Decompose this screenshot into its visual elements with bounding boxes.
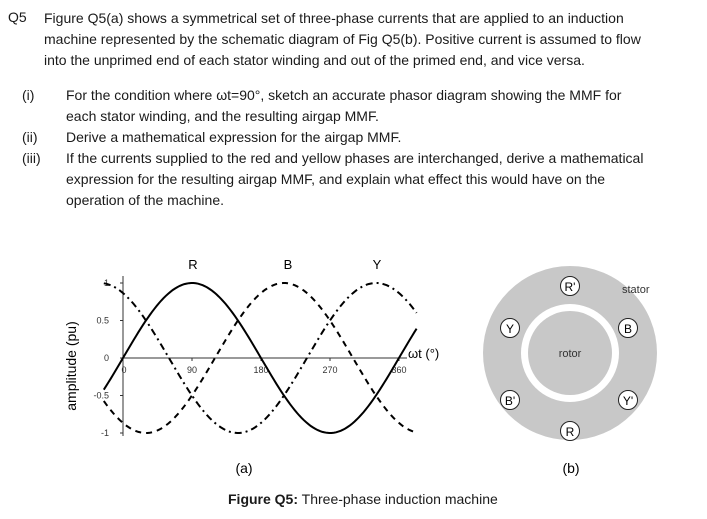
- winding-b: B: [618, 318, 638, 338]
- x-tick-label: 90: [187, 365, 197, 375]
- intro-line: machine represented by the schematic dia…: [44, 31, 641, 47]
- part-iii-line: If the currents supplied to the red and …: [66, 150, 644, 166]
- part-ii-label: (ii): [22, 129, 38, 145]
- winding-label: B: [624, 322, 632, 336]
- y-tick-label: 0.5: [96, 316, 109, 326]
- winding-label: Y': [623, 394, 633, 408]
- x-tick-label: 360: [391, 365, 406, 375]
- y-axis-label: amplitude (pu): [63, 321, 79, 411]
- phase-label-y: Y: [373, 257, 382, 272]
- part-i-line: each stator winding, and the resulting a…: [66, 108, 379, 124]
- intro-line: Figure Q5(a) shows a symmetrical set of …: [44, 10, 624, 26]
- part-i-line: For the condition where ωt=90°, sketch a…: [66, 87, 622, 103]
- part-iii-line: expression for the resulting airgap MMF,…: [66, 171, 606, 187]
- stator-label: stator: [622, 284, 650, 296]
- x-axis-label: ωt (°): [408, 346, 439, 361]
- figure-b-schematic: rotor stator R' B Y' R B' Y (b): [483, 266, 657, 476]
- winding-label: R': [565, 280, 576, 294]
- part-ii: (ii) Derive a mathematical expression fo…: [22, 127, 702, 148]
- rotor: [528, 311, 612, 395]
- caption-text: Three-phase induction machine: [298, 491, 498, 507]
- x-tick-label: 180: [253, 365, 268, 375]
- x-tick-label: 0: [121, 365, 126, 375]
- winding-label: Y: [506, 322, 514, 336]
- part-i: (i) For the condition where ωt=90°, sket…: [22, 85, 702, 127]
- phase-label-b: B: [284, 257, 293, 272]
- x-tick-label: 270: [322, 365, 337, 375]
- intro-line: into the unprimed end of each stator win…: [44, 52, 585, 68]
- part-i-label: (i): [22, 87, 35, 103]
- y-tick-label: 0: [104, 353, 109, 363]
- figure-caption: Figure Q5: Three-phase induction machine: [228, 491, 498, 507]
- y-tick-label: -0.5: [93, 391, 109, 401]
- winding-label: B': [505, 394, 515, 408]
- phase-label-r: R: [188, 257, 197, 272]
- rotor-label: rotor: [559, 348, 582, 360]
- winding-y: Y: [500, 318, 520, 338]
- part-ii-line: Derive a mathematical expression for the…: [66, 129, 402, 145]
- part-iii: (iii) If the currents supplied to the re…: [22, 148, 702, 211]
- winding-r: R: [560, 421, 580, 441]
- figure-b-label: (b): [562, 460, 579, 476]
- winding-y-prime: Y': [618, 390, 638, 410]
- question-number: Q5: [8, 9, 27, 25]
- question-intro: Figure Q5(a) shows a symmetrical set of …: [44, 8, 696, 71]
- y-tick-label: -1: [101, 428, 109, 438]
- winding-b-prime: B': [500, 390, 520, 410]
- series-line-r: [102, 282, 418, 434]
- caption-bold: Figure Q5:: [228, 491, 299, 507]
- winding-label: R: [566, 425, 575, 439]
- part-iii-line: operation of the machine.: [66, 192, 224, 208]
- winding-r-prime: R': [560, 276, 580, 296]
- part-iii-label: (iii): [22, 150, 41, 166]
- figure-a-label: (a): [235, 460, 252, 476]
